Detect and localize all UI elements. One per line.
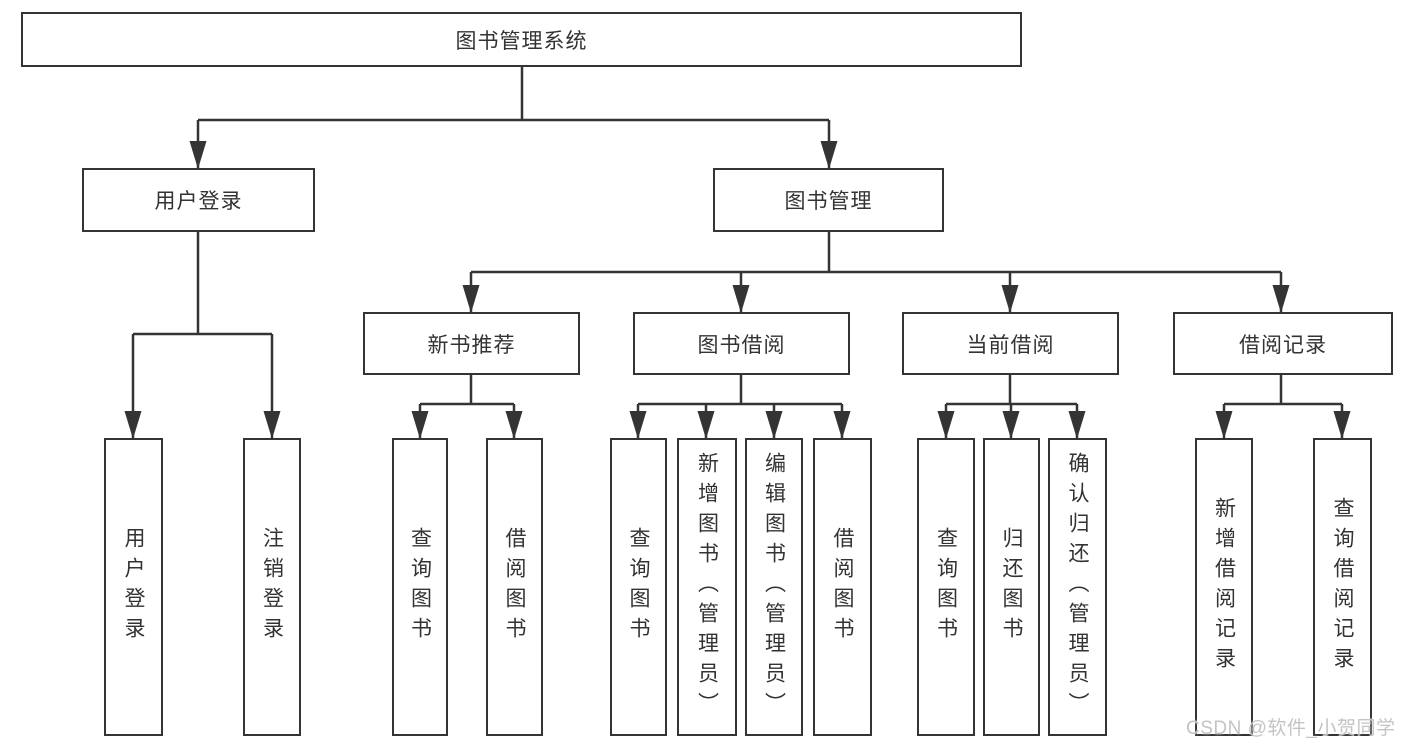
node-label: 图书借阅 — [697, 333, 786, 357]
node-label: 查询图书 — [934, 527, 958, 647]
leaf-query-borrow-record: 查询借阅记录 — [1313, 438, 1372, 736]
leaf-add-books-admin: 新增图书（管理员） — [677, 438, 737, 736]
node-label: 当前借阅 — [966, 333, 1055, 357]
leaf-logout: 注销登录 — [243, 438, 301, 736]
leaf-return-books: 归还图书 — [983, 438, 1040, 736]
node-label: 借阅图书 — [503, 527, 526, 647]
leaf-edit-books-admin: 编辑图书（管理员） — [745, 438, 803, 736]
node-label: 图书管理 — [784, 190, 873, 213]
node-label: 查询图书 — [627, 527, 650, 647]
leaf-query-books-current: 查询图书 — [917, 438, 975, 736]
node-label: 新增图书（管理员） — [695, 452, 719, 722]
leaf-query-books-borrow: 查询图书 — [610, 438, 667, 736]
node-label: 新增借阅记录 — [1212, 497, 1236, 677]
node-label: 注销登录 — [260, 527, 284, 647]
node-label: 归还图书 — [1000, 527, 1023, 647]
leaf-user-login: 用户登录 — [104, 438, 163, 736]
leaf-confirm-return-admin: 确认归还（管理员） — [1048, 438, 1107, 736]
leaf-borrow-books-recommend: 借阅图书 — [486, 438, 543, 736]
node-root-system: 图书管理系统 — [21, 12, 1022, 67]
node-current-borrow: 当前借阅 — [902, 312, 1119, 375]
node-label: 借阅图书 — [831, 527, 854, 647]
node-book-management: 图书管理 — [713, 168, 944, 232]
node-user-login: 用户登录 — [82, 168, 315, 232]
connector-arrows — [124, 120, 1351, 439]
node-label: 确认归还（管理员） — [1066, 452, 1089, 722]
node-label: 用户登录 — [154, 190, 243, 213]
node-label: 用户登录 — [122, 527, 145, 647]
node-label: 借阅记录 — [1239, 333, 1327, 357]
csdn-watermark: CSDN @软件_小贺同学 — [1186, 718, 1396, 739]
node-label: 查询借阅记录 — [1331, 497, 1354, 677]
node-new-book-recommend: 新书推荐 — [363, 312, 580, 375]
leaf-query-books-recommend: 查询图书 — [392, 438, 448, 736]
node-label: 图书管理系统 — [455, 29, 588, 53]
node-label: 新书推荐 — [427, 333, 516, 357]
node-book-borrow: 图书借阅 — [633, 312, 850, 375]
leaf-add-borrow-record: 新增借阅记录 — [1195, 438, 1253, 736]
node-label: 查询图书 — [408, 527, 432, 647]
node-label: 编辑图书（管理员） — [762, 452, 786, 722]
node-borrow-records: 借阅记录 — [1173, 312, 1393, 375]
leaf-borrow-books: 借阅图书 — [813, 438, 872, 736]
connector-rails — [133, 67, 1342, 406]
